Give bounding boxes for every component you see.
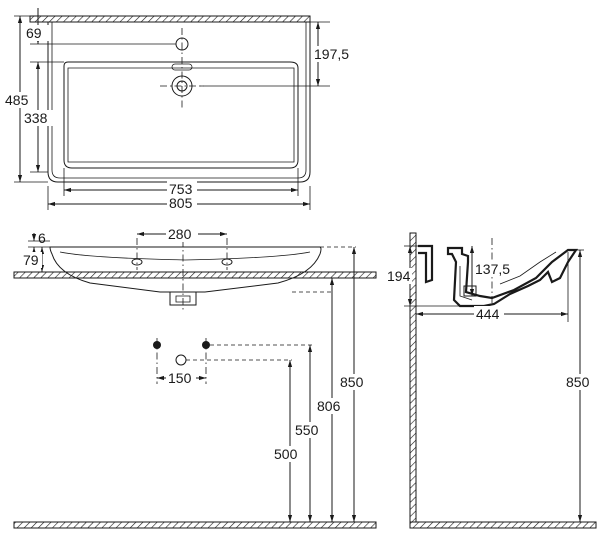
- dim-label-69: 69: [26, 25, 42, 41]
- dim-label-6: 6: [38, 230, 46, 246]
- dim-label-338: 338: [24, 110, 48, 126]
- top-view: 69 485 338 197,5 753 805: [4, 8, 356, 211]
- dim-label-194: 194: [387, 268, 411, 284]
- side-view: 194 137,5 444 850: [386, 232, 597, 529]
- side-basin-section: [446, 246, 579, 308]
- dim-label-550: 550: [295, 422, 319, 438]
- front-view: 280 6 79 150 500 550 806: [13, 226, 377, 529]
- overflow: [171, 63, 193, 71]
- dim-label-150: 150: [168, 370, 192, 386]
- dim-label-500: 500: [274, 446, 298, 462]
- dim-label-280: 280: [168, 226, 192, 242]
- water-outlet-circle: [175, 354, 187, 366]
- bowl-inner: [67, 67, 295, 163]
- tap-mark-right: [221, 258, 233, 266]
- dim-label-137: 137,5: [475, 261, 510, 277]
- dim-label-197: 197,5: [314, 46, 349, 62]
- dim-label-485: 485: [5, 92, 29, 108]
- dim-label-79: 79: [23, 252, 39, 268]
- dim-label-850: 850: [340, 374, 364, 390]
- counter-top: [13, 271, 377, 279]
- top-view-slab: [29, 15, 311, 23]
- tap-mark-left: [131, 258, 143, 266]
- side-back-wall: [418, 244, 434, 284]
- basin-profile: [49, 246, 322, 293]
- dim-label-806: 806: [317, 398, 341, 414]
- dim-label-753: 753: [169, 181, 193, 197]
- basin-outline: [47, 22, 311, 183]
- front-floor: [13, 521, 377, 529]
- dim-label-side-850: 850: [566, 374, 590, 390]
- dim-label-444: 444: [476, 306, 500, 322]
- bowl-outline: [63, 61, 299, 169]
- side-floor: [409, 521, 597, 529]
- basin-inner-rim: [51, 22, 307, 179]
- dim-label-805: 805: [169, 195, 193, 211]
